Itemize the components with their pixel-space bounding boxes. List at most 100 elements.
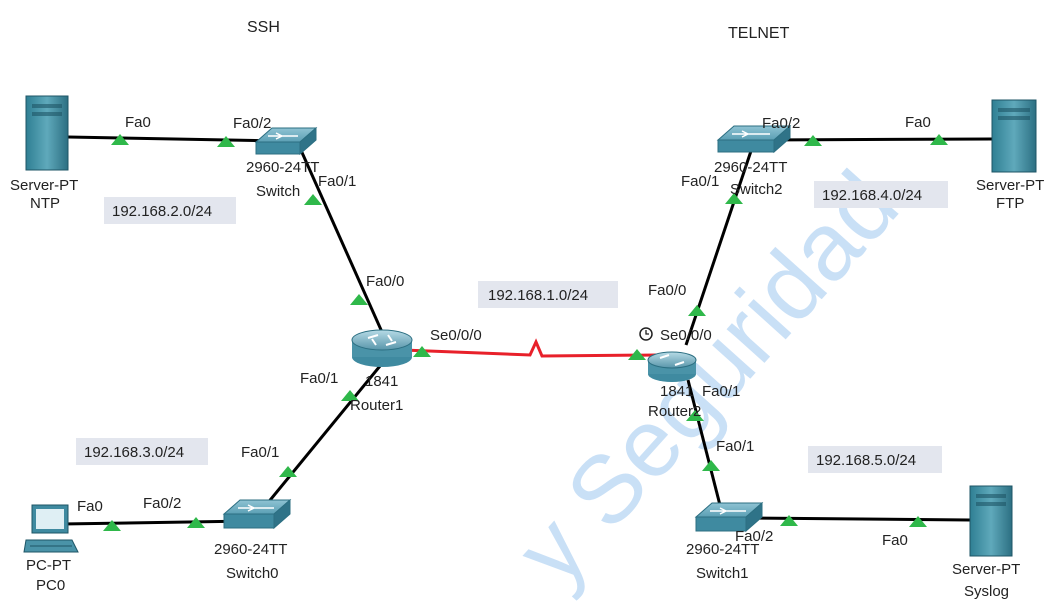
port-label: Fa0	[125, 114, 151, 131]
device-type: 2960-24TT	[214, 541, 287, 558]
port-label: Fa0	[77, 498, 103, 515]
device-name: Switch	[256, 183, 300, 200]
switch2[interactable]: 2960-24TT Switch2	[714, 124, 792, 198]
link-ntp-switch[interactable]	[67, 135, 283, 143]
server-icon	[25, 95, 69, 171]
port-status-triangle-icon	[688, 305, 706, 316]
server-ntp[interactable]: Server-PT NTP	[10, 95, 78, 212]
pc0[interactable]: PC-PT PC0	[23, 504, 79, 594]
port-status-triangle-icon	[909, 516, 927, 527]
device-name: Syslog	[964, 583, 1009, 600]
serial-link-router1-router2[interactable]	[402, 338, 658, 358]
port-status-triangle-icon	[111, 134, 129, 145]
port-status-triangle-icon	[341, 390, 359, 401]
svg-text:192.168.1.0/24: 192.168.1.0/24	[488, 287, 588, 304]
device-name: FTP	[996, 195, 1024, 212]
port-status-triangle-icon	[103, 520, 121, 531]
svg-text:192.168.3.0/24: 192.168.3.0/24	[84, 444, 184, 461]
device-type: 1841	[365, 373, 398, 390]
port-label: Fa0/2	[762, 115, 800, 132]
switch-icon	[254, 126, 318, 156]
link-router1-switch0[interactable]	[260, 365, 382, 511]
port-status-triangle-icon	[780, 515, 798, 526]
router-icon	[351, 329, 413, 367]
port-labels: Fa0 Fa0/2 Fa0/1 Fa0/0 Se0/0/0 Fa0/1 Fa0/…	[77, 114, 931, 549]
device-type: 2960-24TT	[686, 541, 759, 558]
pc-icon	[23, 504, 79, 553]
switch-icon	[694, 501, 764, 533]
switch-icon	[222, 498, 292, 530]
device-type: Server-PT	[10, 177, 78, 194]
device-name: PC0	[36, 577, 65, 594]
ssh-header: SSH	[247, 19, 280, 36]
server-ftp[interactable]: Server-PT FTP	[976, 99, 1044, 212]
port-status-triangle-icon	[686, 410, 704, 421]
link-switch2-ftp[interactable]	[751, 137, 993, 142]
device-name: Router2	[648, 403, 701, 420]
device-name: NTP	[30, 195, 60, 212]
switch-left[interactable]: 2960-24TT Switch	[246, 126, 319, 200]
switch0[interactable]: 2960-24TT Switch0	[214, 498, 292, 582]
port-status-triangle-icon	[702, 460, 720, 471]
device-type: 2960-24TT	[246, 159, 319, 176]
links	[61, 135, 993, 526]
server-icon	[991, 99, 1037, 173]
watermark: y Seguridad	[496, 152, 918, 602]
server-syslog[interactable]: Server-PT Syslog	[952, 485, 1020, 600]
net-label-192-168-5: 192.168.5.0/24	[808, 446, 942, 473]
svg-text:192.168.4.0/24: 192.168.4.0/24	[822, 187, 922, 204]
port-status-triangle-icon	[350, 294, 368, 305]
link-pc0-switch0[interactable]	[61, 519, 251, 526]
device-type: 1841	[660, 383, 693, 400]
port-label: Fa0/2	[735, 528, 773, 545]
port-status-triangle-icon	[413, 346, 431, 357]
telnet-header: TELNET	[728, 25, 790, 42]
port-label: Se0/0/0	[660, 327, 712, 344]
port-status-triangle-icon	[930, 134, 948, 145]
port-status-triangle-icon	[628, 349, 646, 360]
router2[interactable]: 1841 Router2	[639, 327, 701, 420]
svg-text:192.168.2.0/24: 192.168.2.0/24	[112, 203, 212, 220]
device-name: Switch2	[730, 181, 783, 198]
port-label: Fa0/1	[702, 383, 740, 400]
device-type: PC-PT	[26, 557, 71, 574]
port-label: Fa0/1	[241, 444, 279, 461]
switch1[interactable]: 2960-24TT Switch1	[686, 501, 764, 582]
link-switch1-syslog[interactable]	[744, 516, 971, 522]
port-label: Fa0/0	[648, 282, 686, 299]
port-label: Fa0	[882, 532, 908, 549]
switch-icon	[716, 124, 792, 154]
router-icon	[647, 351, 697, 382]
port-status-triangle-icon	[187, 517, 205, 528]
port-status-triangle-icon	[279, 466, 297, 477]
port-indicators	[103, 134, 948, 531]
port-label: Fa0/2	[233, 115, 271, 132]
port-label: Fa0/1	[681, 173, 719, 190]
port-label: Fa0/1	[716, 438, 754, 455]
port-status-triangle-icon	[217, 136, 235, 147]
net-label-192-168-2: 192.168.2.0/24	[104, 197, 236, 224]
link-switch-router1[interactable]	[298, 147, 384, 333]
net-label-192-168-1: 192.168.1.0/24	[478, 281, 618, 308]
device-type: Server-PT	[976, 177, 1044, 194]
port-status-triangle-icon	[804, 135, 822, 146]
watermark-text: y Seguridad	[496, 152, 918, 602]
device-name: Router1	[350, 397, 403, 414]
device-name: Switch1	[696, 565, 749, 582]
port-label: Fa0/0	[366, 273, 404, 290]
router1[interactable]: 1841 Router1	[350, 329, 413, 414]
port-label: Se0/0/0	[430, 327, 482, 344]
link-router2-switch1[interactable]	[686, 379, 724, 514]
net-label-192-168-3: 192.168.3.0/24	[76, 438, 208, 465]
port-status-triangle-icon	[725, 193, 743, 204]
device-type: Server-PT	[952, 561, 1020, 578]
port-status-triangle-icon	[304, 194, 322, 205]
server-icon	[969, 485, 1013, 557]
port-label: Fa0/1	[318, 173, 356, 190]
clock-icon	[639, 327, 653, 341]
port-label: Fa0/2	[143, 495, 181, 512]
port-label: Fa0/1	[300, 370, 338, 387]
net-label-192-168-4: 192.168.4.0/24	[814, 181, 948, 208]
device-name: Switch0	[226, 565, 279, 582]
